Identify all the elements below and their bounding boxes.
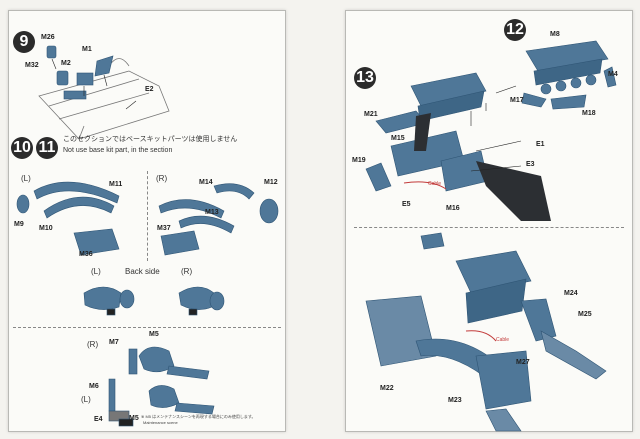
step13-arrows	[470, 85, 522, 172]
left-page-illustrations	[16, 45, 279, 427]
part-label: M5	[149, 331, 159, 338]
divider	[147, 171, 148, 261]
gearbox-dark	[414, 113, 551, 221]
part-label: M16	[446, 205, 460, 212]
section-divider	[13, 327, 281, 328]
step-number-13: 13	[354, 67, 376, 89]
side-left-label: (L)	[21, 174, 31, 183]
step-number-9: 9	[13, 31, 35, 53]
back-side-parts	[83, 286, 225, 316]
part-label: M25	[578, 311, 592, 318]
exhaust-right	[158, 183, 279, 256]
part-label: M22	[380, 385, 394, 392]
step-number-12: 12	[504, 19, 526, 41]
side-left-label: (L)	[91, 267, 101, 276]
cable-line	[465, 330, 497, 342]
instruction-page-left: 9 M26 M32 M2 M1 E2 10 11 このセクションではベースキット…	[8, 10, 286, 432]
part-label: M14	[199, 179, 213, 186]
part-label: M21	[364, 111, 378, 118]
part-label: M10	[39, 225, 53, 232]
section-divider	[354, 227, 624, 228]
part-label: M17	[510, 97, 524, 104]
intake-assembly	[521, 40, 617, 110]
part-label: M18	[582, 110, 596, 117]
exhaust-left	[16, 181, 120, 256]
part-label: E4	[94, 416, 103, 423]
maintenance-note-en: Maintenance scene	[143, 420, 178, 425]
side-right-label: (R)	[156, 174, 168, 183]
side-left-label: (L)	[81, 395, 91, 404]
part-label: M32	[25, 62, 39, 69]
part-label: M23	[448, 397, 462, 404]
part-label: M5	[129, 415, 139, 422]
part-label: M36	[79, 251, 93, 258]
part-label: M27	[516, 359, 530, 366]
notice-english: Not use base kit part, in the section	[63, 147, 173, 154]
part-label: M24	[564, 290, 578, 297]
part-label: M2	[61, 60, 71, 67]
part-label: M8	[550, 31, 560, 38]
part-label: M26	[41, 34, 55, 41]
side-right-label: (R)	[87, 340, 99, 349]
maintenance-left-parts	[108, 378, 215, 427]
part-label: M7	[109, 339, 119, 346]
step9-parts	[46, 45, 114, 100]
part-label: M19	[352, 157, 366, 164]
right-page-illustrations	[365, 40, 617, 432]
part-label: M12	[264, 179, 278, 186]
part-label: E1	[536, 141, 545, 148]
part-label: M9	[14, 221, 24, 228]
part-label: M11	[109, 181, 123, 188]
cable-label: Cable	[428, 181, 442, 187]
part-label: M6	[89, 383, 99, 390]
part-label: E3	[526, 161, 535, 168]
part-label: M13	[205, 209, 219, 216]
notice-japanese: このセクションではベースキットパーツは使用しません	[63, 136, 238, 143]
chassis-assembly	[365, 232, 607, 432]
part-label: E2	[145, 86, 154, 93]
cable-line	[403, 181, 447, 190]
instruction-page-right: 12 M8 M4 M17 M18 13 M21 M15 E1 M19 E3 E5…	[345, 10, 633, 432]
part-label: M4	[608, 71, 618, 78]
step-number-11: 11	[36, 137, 58, 159]
maintenance-note-jp: ※ M5 はメンテナンスシーンを再現する場合にのみ使用します。	[141, 414, 256, 419]
cable-label: Cable	[496, 337, 510, 343]
step9-arrows	[51, 58, 137, 110]
step-number-10: 10	[11, 137, 33, 159]
part-label: M37	[157, 225, 171, 232]
maintenance-right-parts	[128, 346, 210, 380]
back-side-label: Back side	[125, 267, 160, 276]
side-right-label: (R)	[181, 267, 193, 276]
part-label: E5	[402, 201, 411, 208]
part-label: M1	[82, 46, 92, 53]
part-label: M15	[391, 135, 405, 142]
